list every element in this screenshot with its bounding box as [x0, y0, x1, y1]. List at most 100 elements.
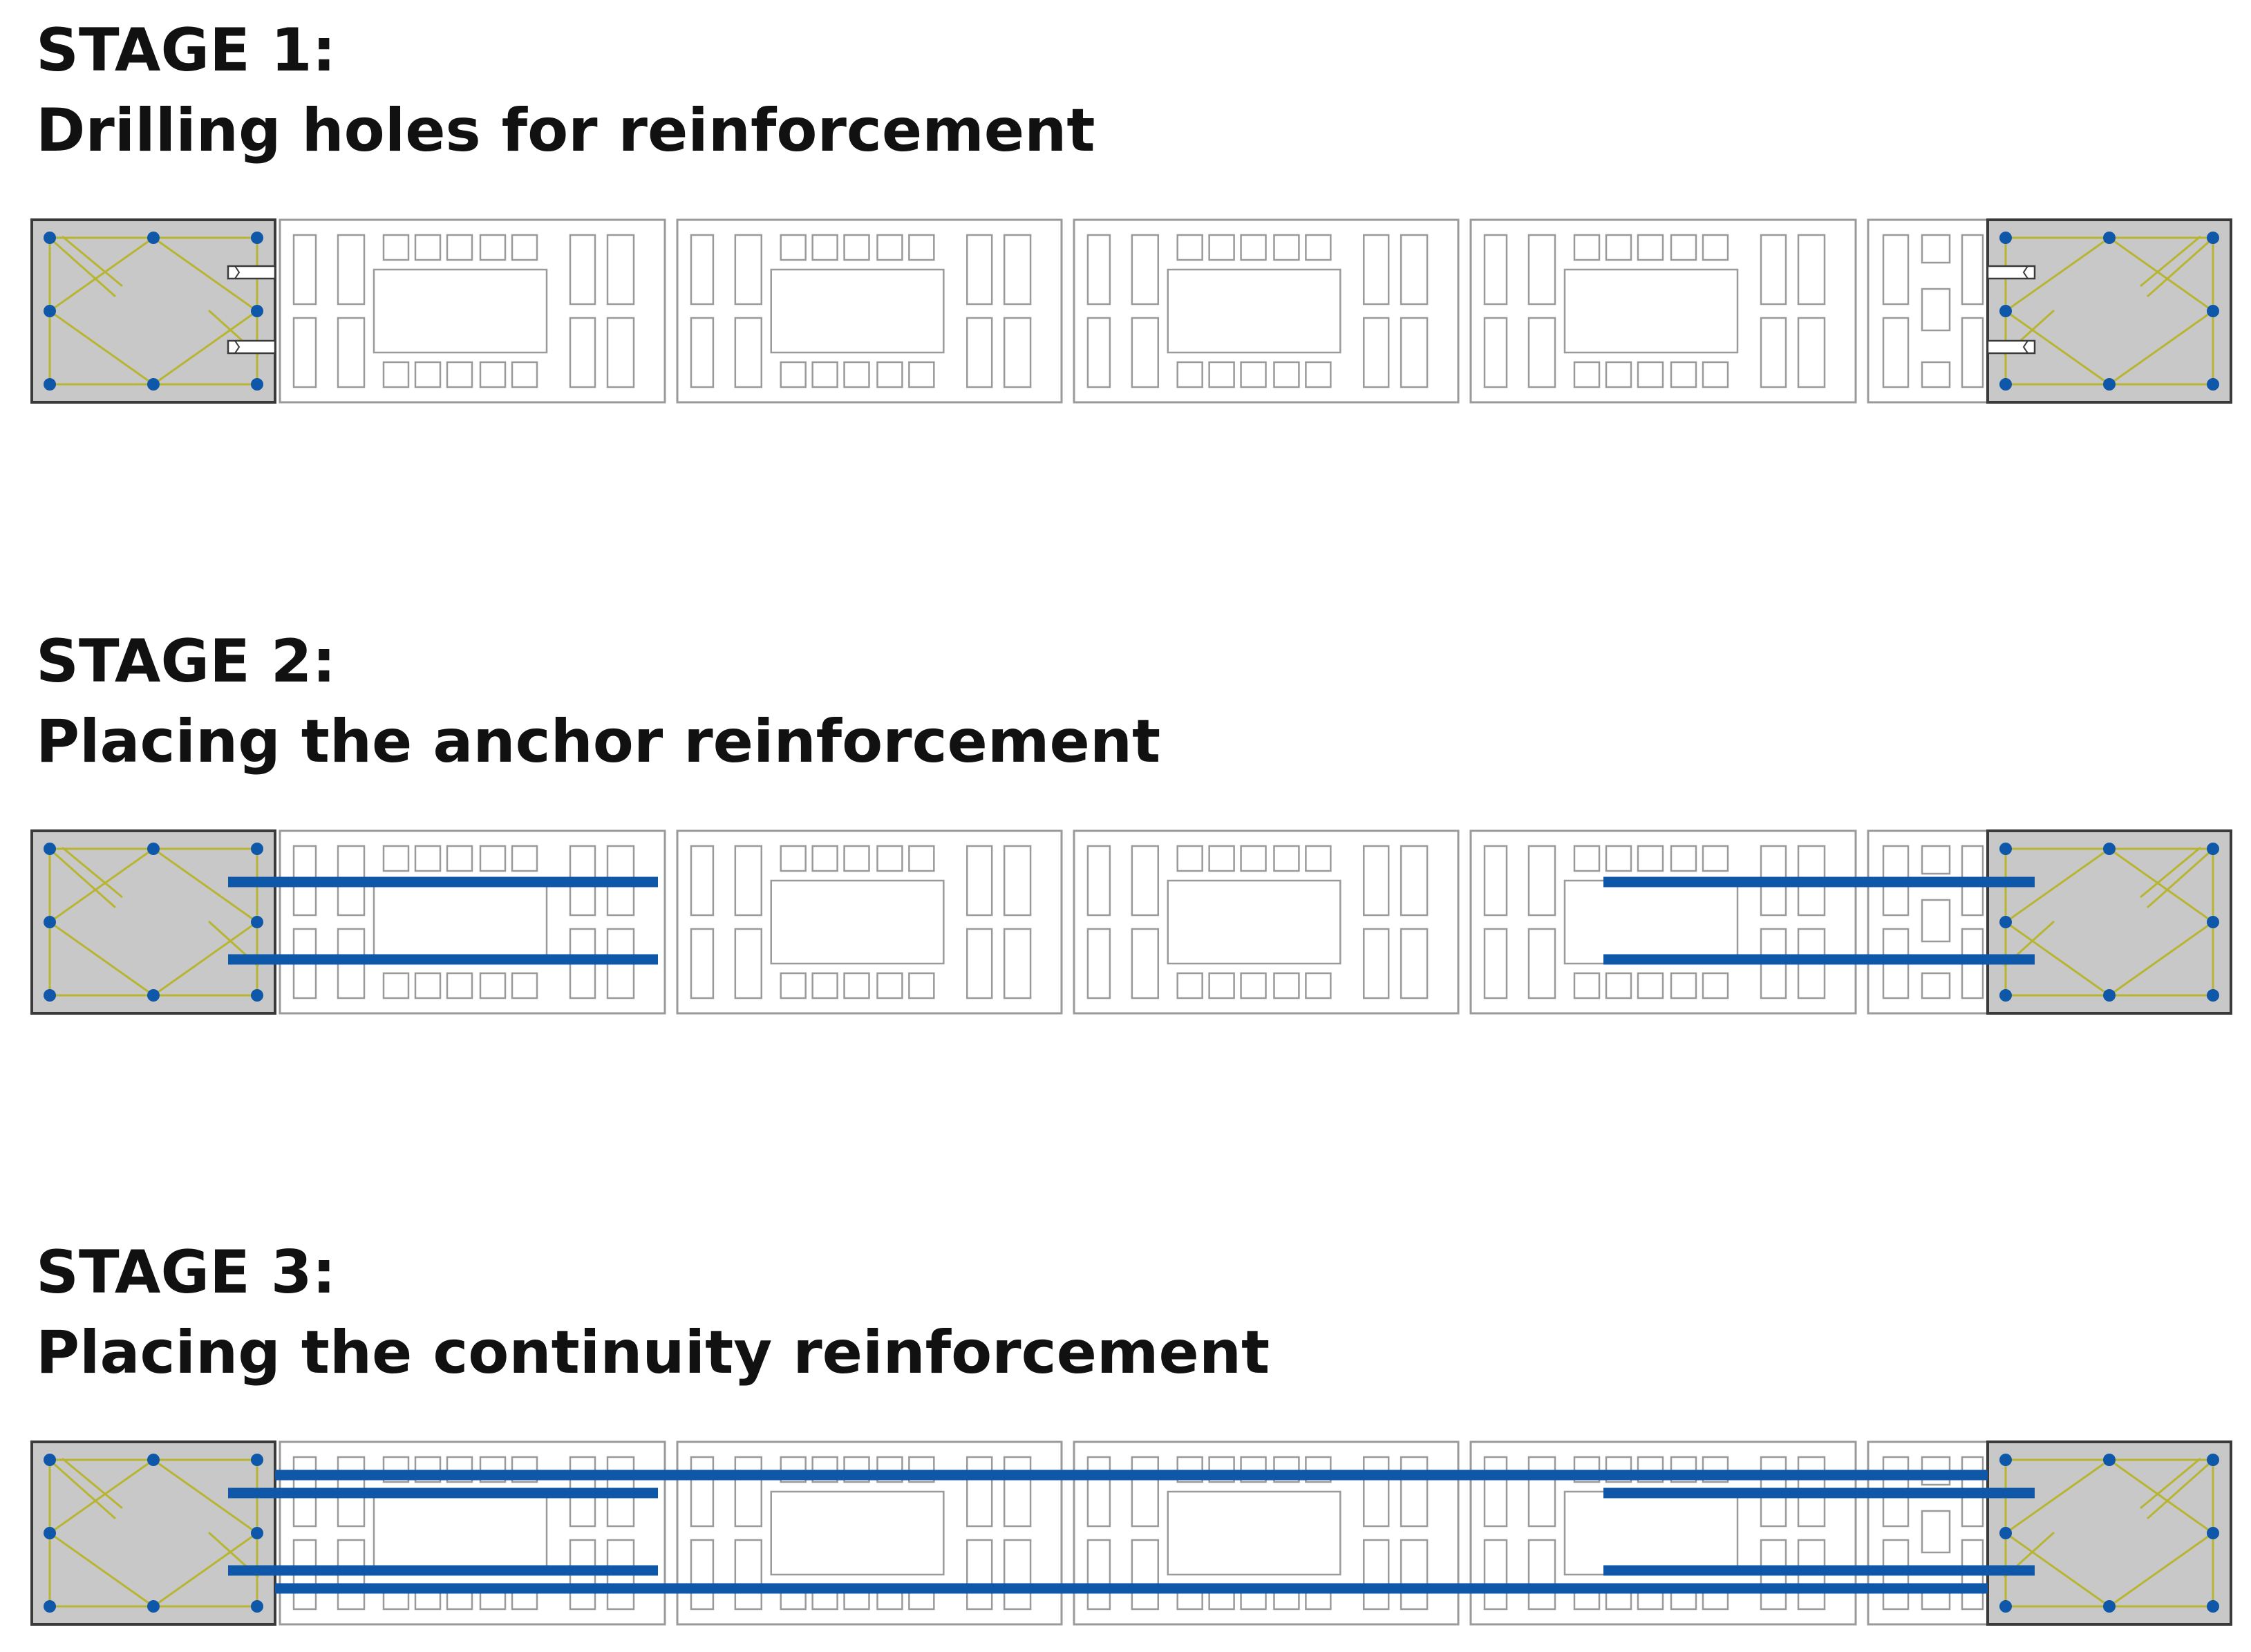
block-hollow	[1208, 972, 1235, 999]
block-hollow	[734, 234, 763, 306]
masonry-block-partial	[1867, 829, 1989, 1015]
block-hollow	[1167, 1490, 1341, 1576]
block-hollow	[1637, 1456, 1664, 1483]
block-hollow	[770, 1490, 945, 1576]
column-rebar-dot	[2207, 1454, 2219, 1466]
block-hollow	[1208, 845, 1235, 872]
block-hollow	[1882, 317, 1910, 388]
stage-3-wall-diagram	[30, 1440, 2232, 1626]
column-rebar-dot	[147, 378, 160, 391]
block-hollow	[966, 1539, 993, 1611]
block-hollow	[414, 234, 442, 261]
block-hollow	[1670, 361, 1697, 388]
column-rebar-dot	[251, 1454, 263, 1466]
tie-hook	[2147, 239, 2211, 298]
block-hollow	[292, 317, 317, 388]
column-rebar-dot	[2207, 989, 2219, 1002]
block-hollow	[1167, 268, 1341, 354]
block-hollow	[1240, 361, 1267, 388]
block-hollow	[1605, 234, 1632, 261]
block-hollow	[1086, 1456, 1111, 1528]
column-rebar-dot	[1999, 378, 2012, 391]
stage-1-wall-diagram	[30, 218, 2232, 404]
block-hollow	[1273, 1456, 1300, 1483]
block-hollow	[876, 1456, 903, 1483]
block-hollow	[446, 845, 473, 872]
block-hollow	[337, 234, 366, 306]
block-hollow	[908, 972, 935, 999]
column-rebar-dot	[44, 916, 56, 928]
block-hollow	[1305, 972, 1332, 999]
masonry-block-partial	[1867, 218, 1989, 404]
block-hollow	[1240, 234, 1267, 261]
block-hollow	[1670, 845, 1697, 872]
column-rebar-dot	[251, 232, 263, 244]
wall-group	[30, 829, 2232, 1015]
block-hollow	[479, 234, 507, 261]
stage-3-heading: STAGE 3:	[36, 1238, 336, 1307]
block-hollow	[1670, 972, 1697, 999]
block-hollow	[1400, 1539, 1429, 1611]
drill-hole-tip	[2022, 340, 2028, 354]
block-hollow	[414, 361, 442, 388]
block-hollow	[1003, 317, 1032, 388]
block-hollow	[1921, 972, 1951, 999]
tie-hook	[2147, 850, 2211, 909]
block-hollow	[1131, 1456, 1160, 1528]
stage-2-wall-diagram	[30, 829, 2232, 1015]
tie-hook	[2140, 846, 2201, 899]
left-concrete-column	[30, 829, 276, 1015]
block-hollow	[1563, 268, 1739, 354]
block-hollow	[446, 361, 473, 388]
masonry-block-partial	[1867, 1440, 1989, 1626]
block-hollow	[876, 234, 903, 261]
column-rebar-dot	[44, 1454, 56, 1466]
block-hollow	[780, 234, 807, 261]
block-hollow	[1527, 1539, 1556, 1611]
block-hollow	[1702, 1456, 1729, 1483]
block-hollow	[1921, 361, 1951, 388]
block-hollow	[1176, 972, 1203, 999]
block-hollow	[780, 972, 807, 999]
column-rebar-dot	[44, 1527, 56, 1539]
block-hollow	[780, 1456, 807, 1483]
column-rebar-dot	[147, 1600, 160, 1613]
block-hollow	[1670, 234, 1697, 261]
column-rebar-dot	[44, 843, 56, 855]
block-hollow	[511, 845, 538, 872]
block-hollow	[414, 845, 442, 872]
column-rebar-dot	[44, 1600, 56, 1613]
block-hollow	[1400, 845, 1429, 917]
block-hollow	[843, 845, 870, 872]
block-hollow	[479, 845, 507, 872]
block-hollow	[843, 1456, 870, 1483]
block-hollow	[382, 234, 410, 261]
block-hollow	[1131, 317, 1160, 388]
block-hollow	[908, 234, 935, 261]
column-rebar-dot	[2103, 378, 2116, 391]
block-hollow	[511, 1456, 538, 1483]
block-hollow	[734, 1539, 763, 1611]
block-hollow	[569, 317, 596, 388]
stage-1-subtitle: Drilling holes for reinforcement	[36, 96, 1095, 165]
block-hollow	[1797, 234, 1826, 306]
block-hollow	[734, 845, 763, 917]
tie-hook	[62, 1457, 123, 1510]
block-hollow	[1702, 972, 1729, 999]
block-hollow	[1961, 317, 1984, 388]
block-hollow	[1605, 361, 1632, 388]
block-hollow	[966, 317, 993, 388]
block-hollow	[1167, 879, 1341, 965]
block-hollow	[1921, 899, 1951, 943]
block-hollow	[876, 972, 903, 999]
block-hollow	[1131, 845, 1160, 917]
block-hollow	[811, 972, 838, 999]
left-concrete-column	[30, 1440, 276, 1626]
block-hollow	[1208, 361, 1235, 388]
block-hollow	[1305, 234, 1332, 261]
block-hollow	[843, 361, 870, 388]
block-hollow	[908, 361, 935, 388]
tie-hook	[62, 235, 123, 288]
block-hollow	[1702, 845, 1729, 872]
column-rebar-dot	[1999, 843, 2012, 855]
